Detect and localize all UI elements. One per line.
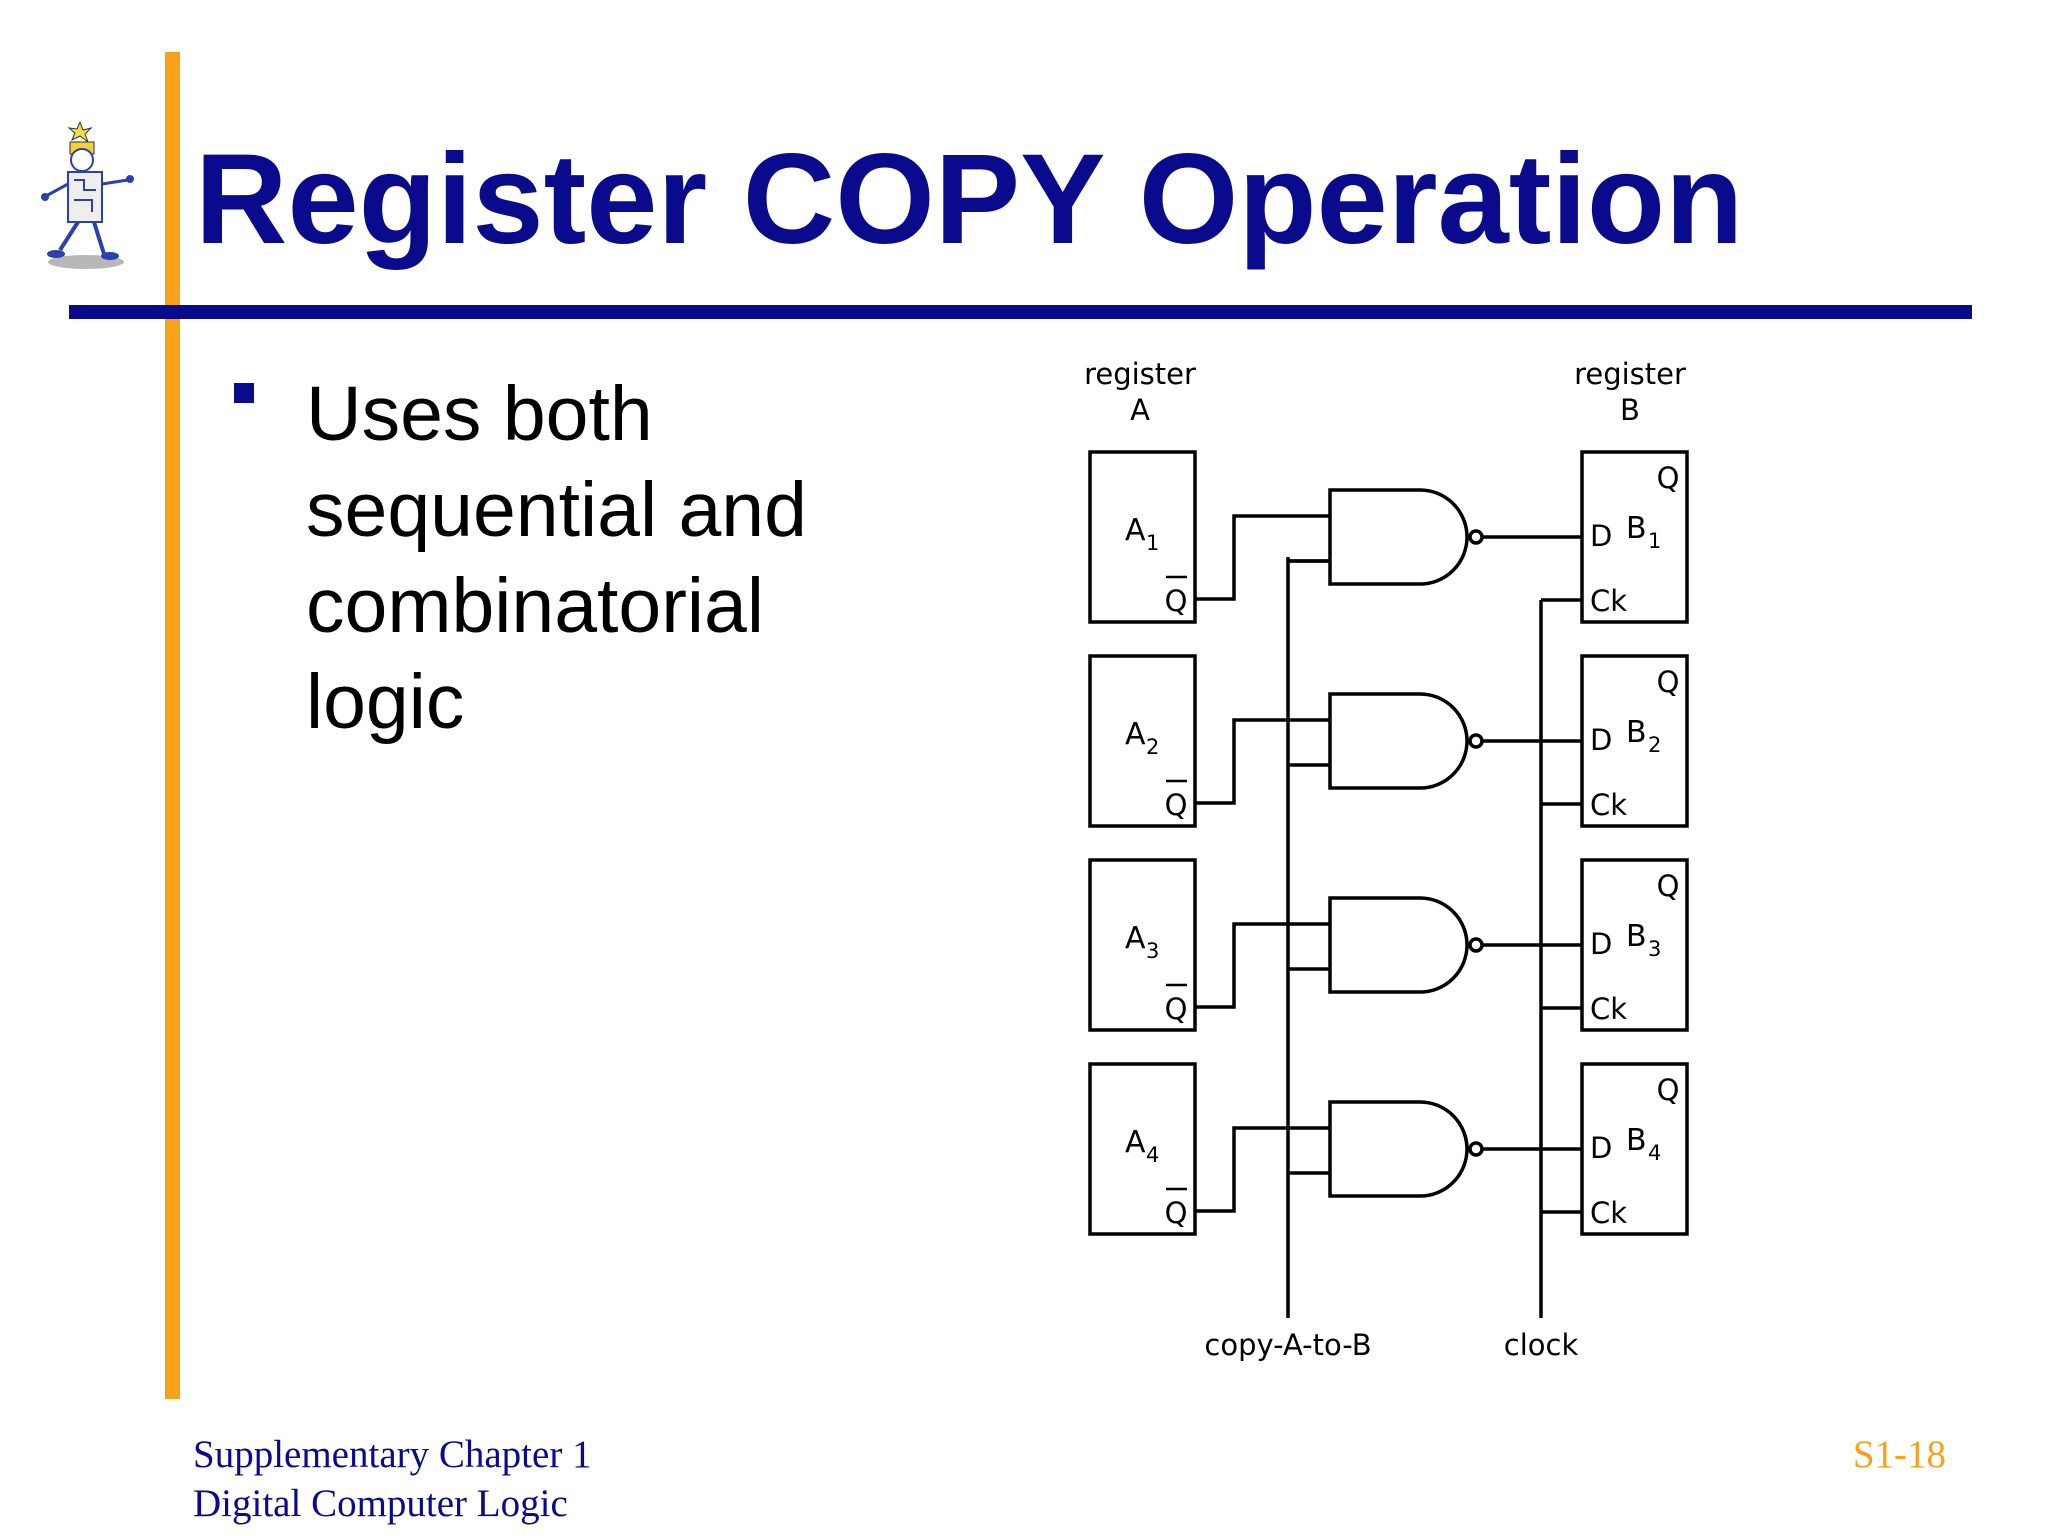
bullet-line: combinatorial [306,563,764,649]
title-underline [69,305,1972,319]
register-a-letter: A [1130,393,1150,427]
register-a-label: register [1084,357,1196,391]
nand-gate [1328,896,1469,994]
a-cell-subscript: 3 [1146,939,1159,963]
nand-gate [1328,1100,1469,1198]
clock-label: clock [1504,1328,1579,1362]
b-cell-subscript: 1 [1648,529,1661,553]
b-cell-ck-label: Ck [1590,992,1627,1026]
b-cell-d-label: D [1590,927,1612,961]
bullet-line: logic [306,659,465,745]
copy-a-to-b-label: copy-A-to-B [1204,1328,1371,1362]
a-cell-subscript: 1 [1146,531,1159,555]
register-b-label: register [1574,357,1686,391]
b-cell-q-label: Q [1657,869,1680,903]
b-cell-d-label: D [1590,723,1612,757]
stage-1 [1088,450,1689,624]
stage-3 [1088,858,1689,1032]
mascot-icon [41,122,134,269]
b-cell-name: B [1626,1123,1647,1158]
q-bar-wire [1195,922,1330,1009]
a-cell-qbar-label: Q [1165,788,1188,822]
register-a-cell [1088,654,1197,828]
page-number: S1-18 [1852,1433,1946,1476]
b-cell-q-label: Q [1657,665,1680,699]
b-cell-d-label: D [1590,1131,1612,1165]
nand-bubble [1468,529,1484,545]
a-cell-subscript: 2 [1146,735,1159,759]
b-cell-name: B [1626,715,1647,750]
nand-bubble [1468,937,1484,953]
register-b-letter: B [1620,393,1640,427]
b-cell-ck-label: Ck [1590,584,1627,618]
b-cell-subscript: 3 [1648,937,1661,961]
nand-bubble [1468,733,1484,749]
register-a-cell [1088,450,1197,624]
footer-chapter: Supplementary Chapter 1 Digital Computer… [193,1430,592,1528]
a-cell-name: A [1125,717,1146,752]
bullet-line: Uses both [306,371,653,457]
a-cell-qbar-label: Q [1165,992,1188,1026]
stage-4 [1088,1062,1689,1236]
nand-bubble [1468,1141,1484,1157]
bullet-marker-icon [234,383,254,403]
nand-gate [1328,488,1469,586]
b-cell-ck-label: Ck [1590,1196,1627,1230]
b-cell-ck-label: Ck [1590,788,1627,822]
a-cell-subscript: 4 [1146,1143,1159,1167]
a-cell-qbar-label: Q [1165,1196,1188,1230]
q-bar-wire [1195,1126,1330,1213]
footer-line: Supplementary Chapter 1 [193,1433,592,1476]
register-a-cell [1088,858,1197,1032]
b-cell-d-label: D [1590,519,1612,553]
b-cell-name: B [1626,511,1647,546]
b-cell-q-label: Q [1657,1073,1680,1107]
q-bar-wire [1195,718,1330,805]
a-cell-name: A [1125,513,1146,548]
register-a-cell [1088,1062,1197,1236]
a-cell-name: A [1125,1125,1146,1160]
b-cell-name: B [1626,919,1647,954]
nand-gate [1328,692,1469,790]
bullet-text: Uses both sequential and combinatorial l… [306,366,906,750]
slide-title: Register COPY Operation [195,128,1744,271]
b-cell-q-label: Q [1657,461,1680,495]
b-cell-subscript: 4 [1648,1141,1661,1165]
a-cell-name: A [1125,921,1146,956]
bullet-line: sequential and [306,467,807,553]
b-cell-subscript: 2 [1648,733,1661,757]
stage-2 [1088,654,1689,828]
accent-bar [165,52,180,1399]
q-bar-wire [1195,514,1330,601]
footer-line: Digital Computer Logic [193,1482,568,1525]
a-cell-qbar-label: Q [1165,584,1188,618]
